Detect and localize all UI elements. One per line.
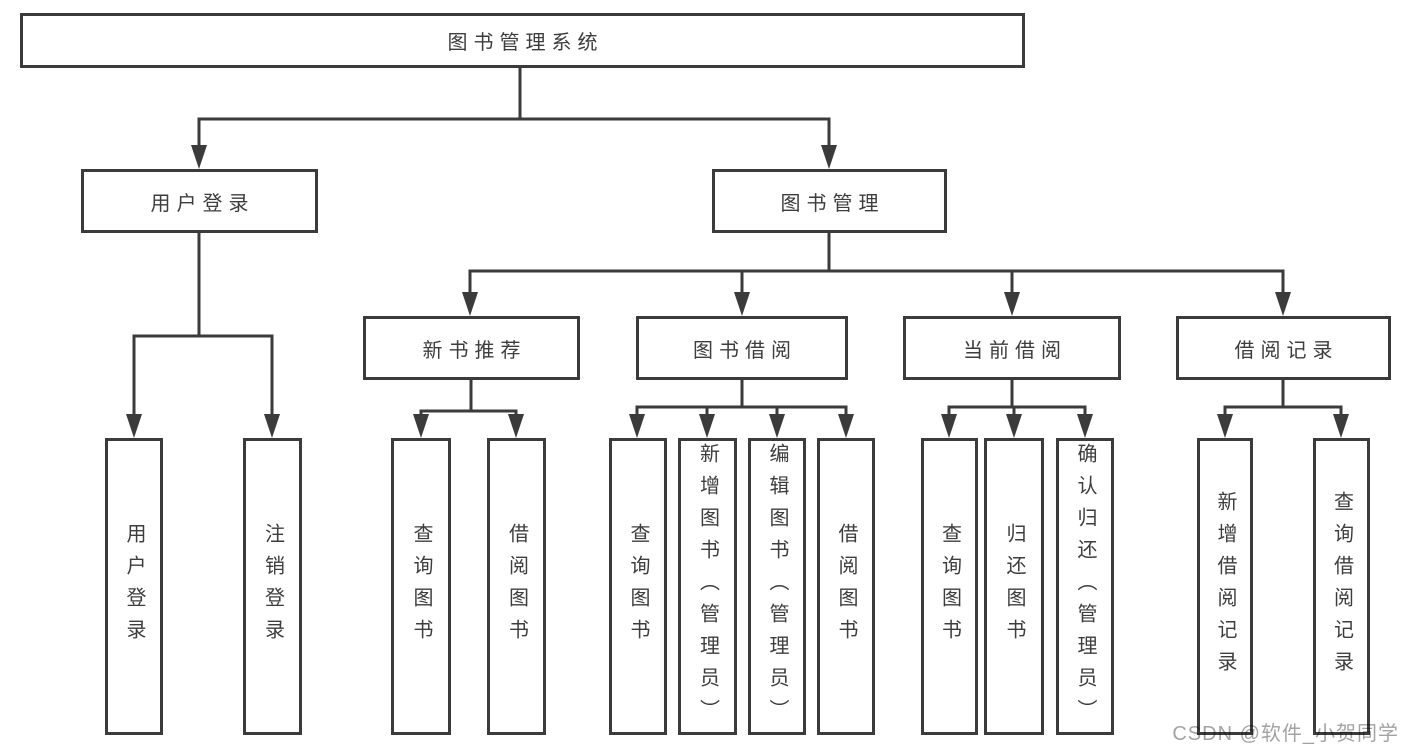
leaf-logout: 注销登录	[243, 438, 302, 735]
node-current-borrowing: 当前借阅	[903, 316, 1121, 380]
leaf-label: 用户登录	[123, 522, 145, 651]
leaf-query-books-borrowing: 查询图书	[609, 438, 667, 735]
node-user-login: 用户登录	[81, 169, 318, 233]
leaf-label: 查询图书	[410, 522, 432, 651]
leaf-label: 查询图书	[627, 522, 649, 651]
leaf-label: 查询图书	[938, 522, 961, 651]
leaf-edit-book-admin: 编辑图书（管理员）	[748, 438, 806, 735]
leaf-query-books-current: 查询图书	[921, 438, 978, 735]
node-book-management: 图书管理	[712, 169, 947, 233]
leaf-label: 确认归还（管理员）	[1074, 442, 1096, 731]
node-label: 用户登录	[150, 192, 255, 215]
node-label: 借阅记录	[1234, 339, 1339, 362]
node-book-borrowing: 图书借阅	[636, 316, 848, 380]
node-new-book-recommend: 新书推荐	[363, 316, 580, 380]
leaf-label: 新增借阅记录	[1214, 490, 1236, 683]
leaf-label: 借阅图书	[835, 522, 857, 651]
node-label: 图书管理	[780, 192, 885, 215]
node-label: 新书推荐	[422, 339, 527, 362]
leaf-label: 编辑图书（管理员）	[766, 442, 788, 731]
leaf-confirm-return-admin: 确认归还（管理员）	[1056, 438, 1114, 735]
leaf-label: 注销登录	[261, 522, 284, 651]
leaf-query-borrow-record: 查询借阅记录	[1313, 438, 1370, 735]
leaf-add-book-admin: 新增图书（管理员）	[678, 438, 737, 735]
leaf-label: 查询借阅记录	[1330, 490, 1353, 683]
leaf-add-borrow-record: 新增借阅记录	[1197, 438, 1253, 735]
leaf-borrow-books-recommend: 借阅图书	[487, 438, 546, 735]
leaf-label: 归还图书	[1003, 522, 1025, 651]
node-library-system: 图书管理系统	[20, 13, 1025, 68]
leaf-borrow-books-borrowing: 借阅图书	[817, 438, 875, 735]
csdn-watermark: CSDN @软件_小贺同学	[1172, 723, 1399, 745]
leaf-user-login: 用户登录	[105, 438, 163, 735]
node-label: 当前借阅	[963, 339, 1067, 362]
leaf-label: 新增图书（管理员）	[696, 442, 719, 731]
leaf-return-book: 归还图书	[984, 438, 1044, 735]
leaf-label: 借阅图书	[505, 522, 528, 651]
node-label: 图书借阅	[693, 339, 797, 362]
leaf-query-books-recommend: 查询图书	[391, 438, 451, 735]
node-borrowing-records: 借阅记录	[1176, 316, 1391, 380]
node-label: 图书管理系统	[447, 32, 604, 54]
